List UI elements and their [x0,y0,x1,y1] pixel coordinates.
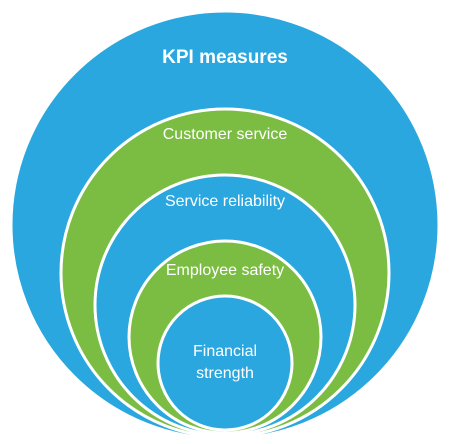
core-circle-financial-strength [156,294,294,432]
label-core-line2: strength [196,365,254,382]
label-service-reliability: Service reliability [165,193,285,210]
label-customer-service: Customer service [163,126,288,143]
title-kpi-measures: KPI measures [162,47,288,68]
label-core-line1: Financial [193,343,257,360]
label-employee-safety: Employee safety [166,262,284,279]
